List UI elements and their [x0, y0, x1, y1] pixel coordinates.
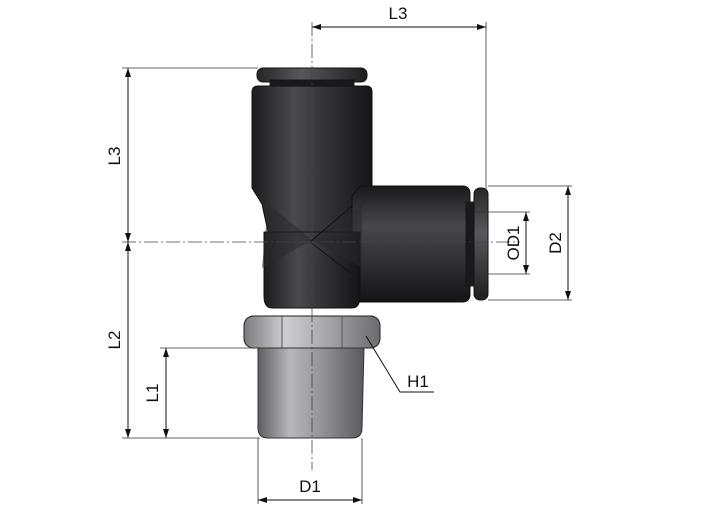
dim-label-left-l3: L3 [105, 147, 124, 166]
dim-label-l2: L2 [105, 331, 124, 350]
side-horizontal-body [351, 185, 471, 303]
dim-label-d1: D1 [299, 477, 321, 496]
side-collet [473, 187, 489, 301]
male-thread [257, 347, 365, 439]
dimension-lines [125, 24, 571, 503]
intersection-edge [309, 205, 353, 275]
dimension-labels: L3 L3 L2 L1 OD1 D2 H1 D1 [105, 4, 565, 496]
center-lines [122, 22, 520, 470]
extension-lines [122, 22, 572, 504]
dim-label-d2: D2 [546, 232, 565, 254]
dim-label-top-l3: L3 [389, 4, 408, 23]
dim-label-h1: H1 [407, 372, 429, 391]
dim-label-l1: L1 [143, 384, 162, 403]
dim-label-od1: OD1 [504, 226, 523, 261]
fitting-body [243, 67, 489, 439]
intersection-cone [262, 204, 362, 268]
